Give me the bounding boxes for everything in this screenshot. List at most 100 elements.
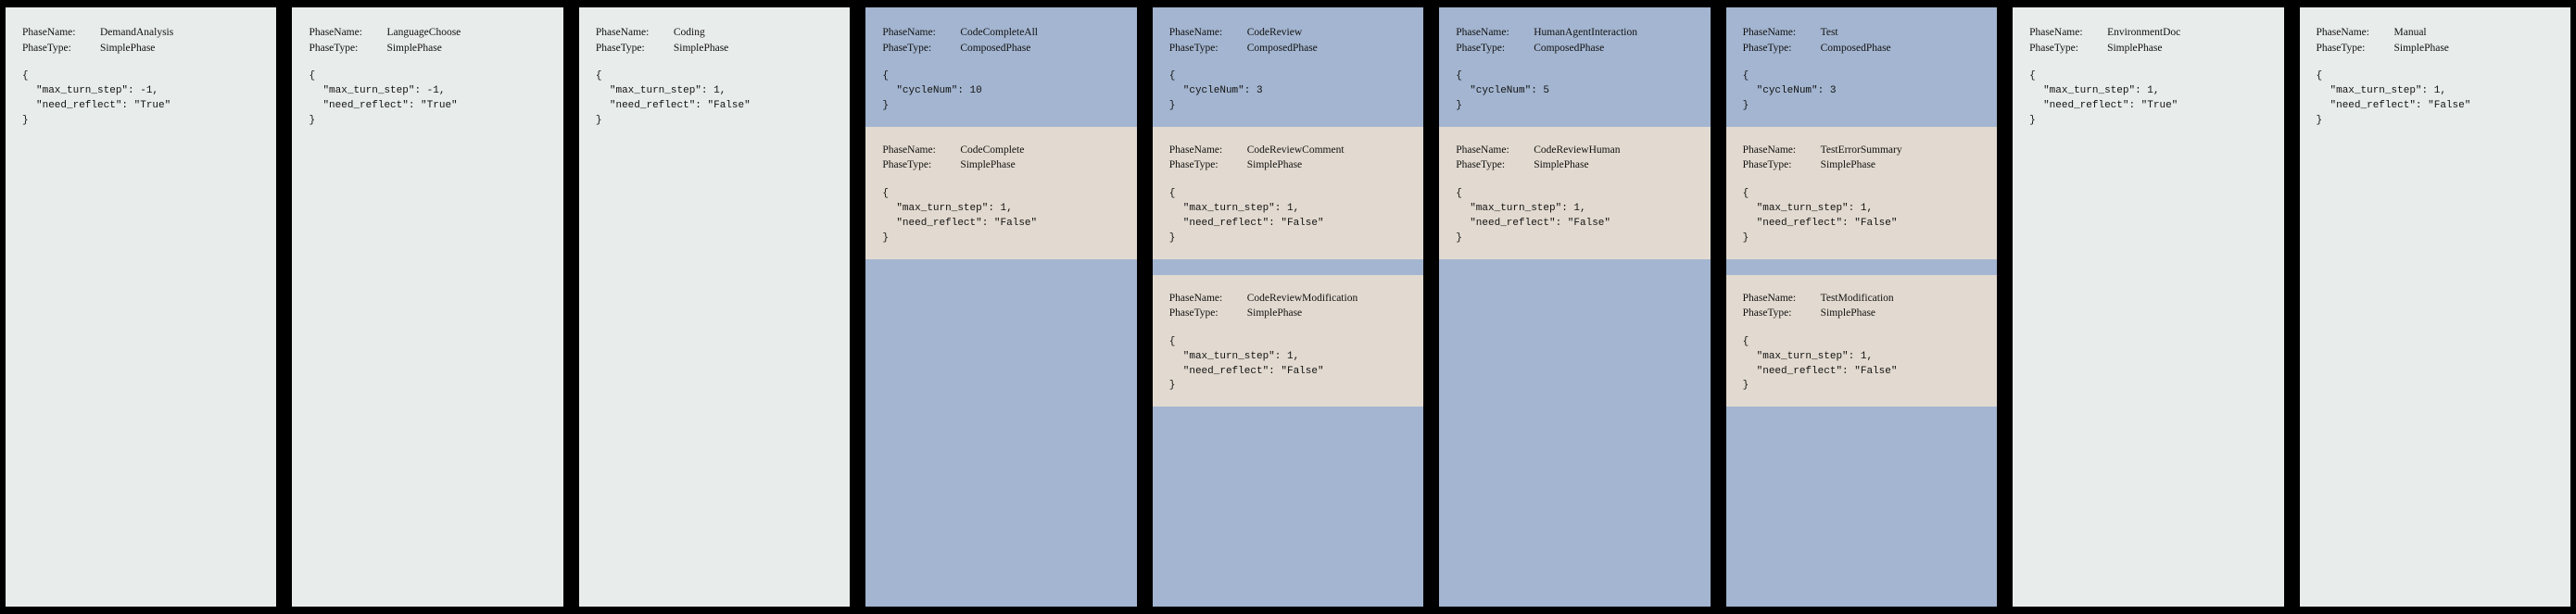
json-config-line: "need_reflect": "False" — [1470, 217, 1611, 229]
phase-type-label: PhaseType: — [1168, 42, 1219, 54]
phase-name-label: PhaseName: — [1168, 144, 1223, 156]
phase-type-value: SimplePhase — [2107, 42, 2163, 54]
phase-config-json: {"max_turn_step": 1,"need_reflect": "Fal… — [1169, 187, 1407, 246]
json-close-brace: } — [1742, 380, 1749, 392]
phase-config-json: {"cycleNum": 3} — [1169, 69, 1407, 114]
json-config-line: "need_reflect": "True" — [2043, 99, 2178, 111]
phase-type-label: PhaseType: — [882, 159, 932, 171]
phase-name-value: CodeComplete — [960, 144, 1025, 156]
json-close-brace: } — [595, 114, 602, 126]
phase-type-label: PhaseType: — [309, 42, 359, 54]
json-open-brace: { — [1456, 187, 1462, 199]
json-open-brace: { — [1168, 187, 1176, 199]
json-close-brace: } — [1456, 99, 1462, 111]
phase-name-label: PhaseName: — [882, 27, 936, 38]
phase-config-json: {"cycleNum": 3} — [1743, 69, 1980, 114]
phase-name-value: HumanAgentInteraction — [1534, 27, 1637, 38]
phase-name-label: PhaseName: — [1168, 292, 1223, 304]
phase-type-value: SimplePhase — [1820, 159, 1876, 171]
phase-type-value: SimplePhase — [386, 42, 442, 54]
phase-name-label: PhaseName: — [1742, 292, 1797, 304]
phase-type-label: PhaseType: — [1456, 159, 1506, 171]
json-config-line: "max_turn_step": 1, — [896, 202, 1013, 214]
phase-name-label: PhaseName: — [1456, 144, 1509, 156]
phase-config-json: { "max_turn_step": -1, "need_reflect": "Tr… — [309, 69, 546, 129]
json-close-brace: } — [1742, 232, 1749, 244]
phase-type-value: ComposedPhase — [1820, 42, 1891, 54]
json-config-line: "cycleNum": 5 — [1470, 84, 1550, 96]
phase-name-label: PhaseName: — [309, 27, 362, 38]
json-config-line: "max_turn_step": 1, — [1756, 350, 1874, 362]
phase-name-label: PhaseName: — [22, 27, 76, 38]
json-close-brace: } — [882, 99, 889, 111]
phase-name-value: CodeCompleteAll — [960, 27, 1038, 38]
json-config-line: "need_reflect": "False" — [609, 99, 751, 111]
json-config-line: "need_reflect": "True" — [322, 99, 458, 111]
phase-config-json: {"max_turn_step": 1,"need_reflect": "Fal… — [882, 187, 1119, 246]
phase-name-value: Coding — [673, 27, 705, 38]
phase-config-json: {"max_turn_step": 1,"need_reflect": "Fal… — [2317, 69, 2554, 129]
phase-type-value: SimplePhase — [673, 42, 729, 54]
json-config-line: "max_turn_step": 1, — [2043, 84, 2160, 96]
json-close-brace: } — [309, 114, 316, 126]
json-config-line: "cycleNum": 10 — [896, 84, 982, 96]
json-config-line: "max_turn_step": 1, — [1470, 202, 1586, 214]
phase-name-value: Test — [1820, 27, 1838, 38]
phase-type-value: SimplePhase — [960, 159, 1016, 171]
phase-type-value: SimplePhase — [1534, 159, 1589, 171]
phase-name-label: PhaseName: — [2029, 27, 2083, 38]
phase-config-json: { "max_turn_step": 1, "need_reflect": "Fal… — [1456, 187, 1693, 246]
json-open-brace: { — [1168, 70, 1176, 82]
phase-type-label: PhaseType: — [595, 42, 645, 54]
phase-config-json: {"max_turn_step": 1,"need_reflect": "Fal… — [1169, 335, 1407, 395]
json-open-brace: { — [309, 70, 316, 82]
phase-type-value: SimplePhase — [2393, 42, 2449, 54]
json-close-brace: } — [22, 114, 29, 126]
json-config-line: "need_reflect": "False" — [1182, 365, 1324, 377]
phase-name-label: PhaseName: — [2316, 27, 2369, 38]
phase-type-label: PhaseType: — [882, 42, 932, 54]
json-config-line: "max_turn_step": 1, — [1182, 350, 1300, 362]
json-config-line: "max_turn_step": -1, — [322, 84, 446, 96]
phase-name-value: CodeReviewModification — [1246, 292, 1358, 304]
